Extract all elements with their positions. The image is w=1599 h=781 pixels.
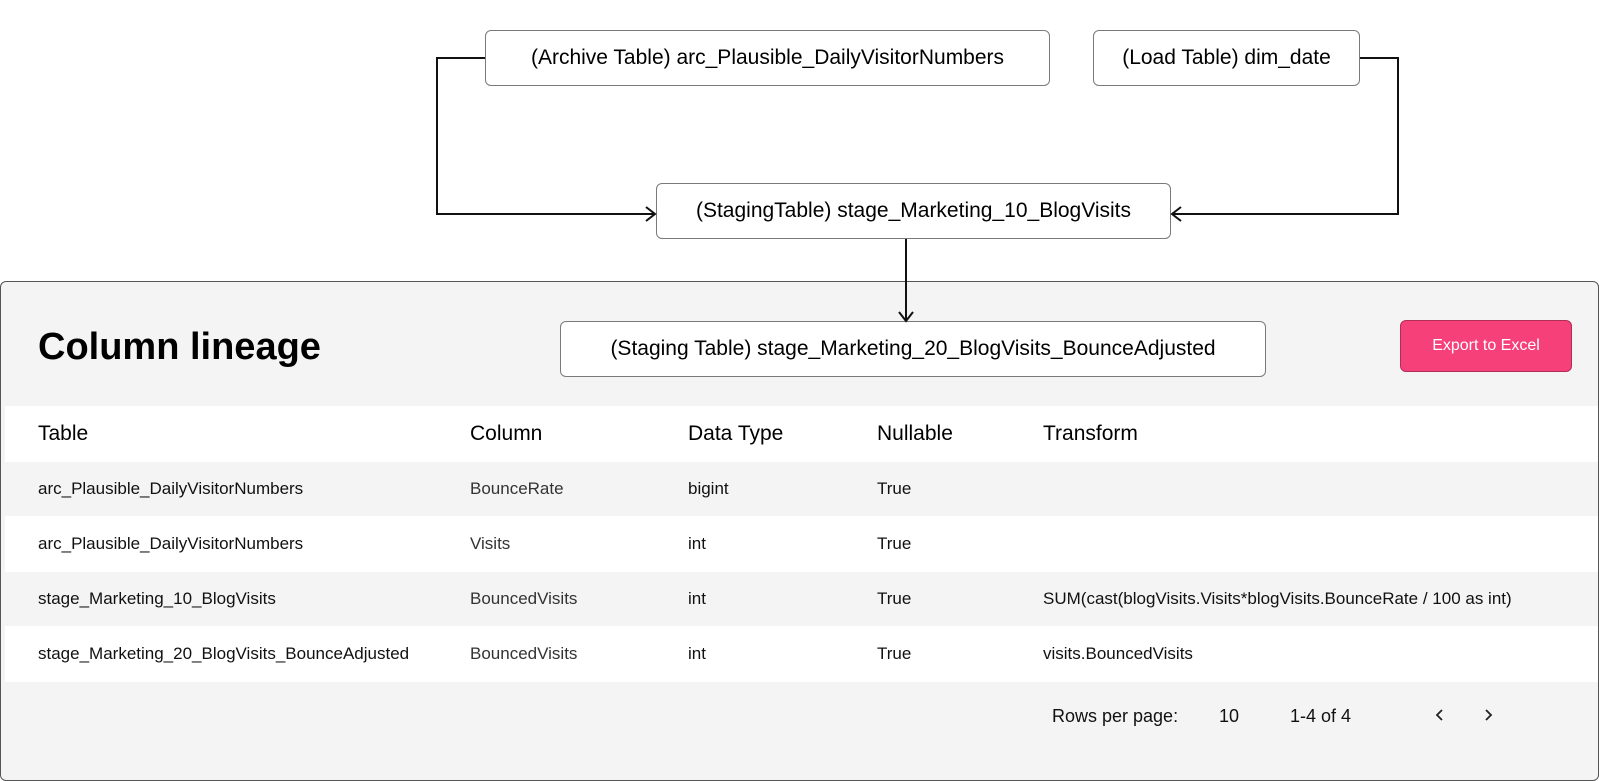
cell-column: BounceRate bbox=[470, 479, 564, 498]
cell-table: arc_Plausible_DailyVisitorNumbers bbox=[38, 534, 304, 553]
cell-data-type: int bbox=[688, 644, 706, 663]
cell-column: BouncedVisits bbox=[470, 644, 578, 663]
panel-title: Column lineage bbox=[38, 326, 321, 368]
cell-data-type: bigint bbox=[688, 479, 729, 498]
chevron-right-icon bbox=[1485, 709, 1493, 721]
cell-data-type: int bbox=[688, 534, 706, 553]
column-lineage-panel: Column lineage Export to Excel Table Col… bbox=[0, 281, 1599, 781]
arrow-head-right-in bbox=[1170, 206, 1182, 222]
export-to-excel-button[interactable]: Export to Excel bbox=[1400, 320, 1572, 372]
cell-column: BouncedVisits bbox=[470, 589, 578, 608]
header-nullable[interactable]: Nullable bbox=[877, 422, 953, 445]
header-column[interactable]: Column bbox=[470, 422, 543, 445]
cell-table: stage_Marketing_20_BlogVisits_BounceAdju… bbox=[38, 644, 410, 663]
cell-transform: visits.BouncedVisits bbox=[1043, 644, 1193, 663]
arrow-head-left-in bbox=[645, 206, 657, 222]
next-page-button[interactable] bbox=[1473, 700, 1503, 730]
cell-nullable: True bbox=[877, 644, 912, 663]
header-transform[interactable]: Transform bbox=[1043, 422, 1138, 445]
cell-column: Visits bbox=[470, 534, 511, 553]
header-table[interactable]: Table bbox=[38, 422, 89, 445]
cell-table: arc_Plausible_DailyVisitorNumbers bbox=[38, 479, 304, 498]
load-table-node[interactable]: (Load Table) dim_date bbox=[1093, 30, 1360, 86]
archive-table-node[interactable]: (Archive Table) arc_Plausible_DailyVisit… bbox=[485, 30, 1050, 86]
table-row[interactable]: arc_Plausible_DailyVisitorNumbers Bounce… bbox=[5, 462, 1598, 516]
lineage-table: Table Column Data Type Nullable Transfor… bbox=[5, 406, 1598, 682]
cell-nullable: True bbox=[877, 589, 912, 608]
staging-table-20-node[interactable]: (Staging Table) stage_Marketing_20_BlogV… bbox=[560, 321, 1266, 377]
cell-table: stage_Marketing_10_BlogVisits bbox=[38, 589, 276, 608]
table-row[interactable]: stage_Marketing_20_BlogVisits_BounceAdju… bbox=[5, 626, 1598, 682]
cell-nullable: True bbox=[877, 479, 912, 498]
pagination-range: 1-4 of 4 bbox=[1290, 706, 1352, 726]
cell-transform: SUM(cast(blogVisits.Visits*blogVisits.Bo… bbox=[1043, 589, 1512, 608]
rows-per-page-select[interactable]: 10 bbox=[1219, 706, 1240, 726]
table-row[interactable]: arc_Plausible_DailyVisitorNumbers Visits… bbox=[5, 516, 1598, 572]
cell-data-type: int bbox=[688, 589, 706, 608]
header-data-type[interactable]: Data Type bbox=[688, 422, 784, 445]
table-header-row: Table Column Data Type Nullable Transfor… bbox=[5, 406, 1598, 462]
chevron-left-icon bbox=[1435, 709, 1443, 721]
previous-page-button[interactable] bbox=[1425, 700, 1455, 730]
cell-nullable: True bbox=[877, 534, 912, 553]
staging-table-10-node[interactable]: (StagingTable) stage_Marketing_10_BlogVi… bbox=[656, 183, 1171, 239]
table-row[interactable]: stage_Marketing_10_BlogVisits BouncedVis… bbox=[5, 572, 1598, 626]
rows-per-page-label: Rows per page: bbox=[1052, 706, 1179, 726]
